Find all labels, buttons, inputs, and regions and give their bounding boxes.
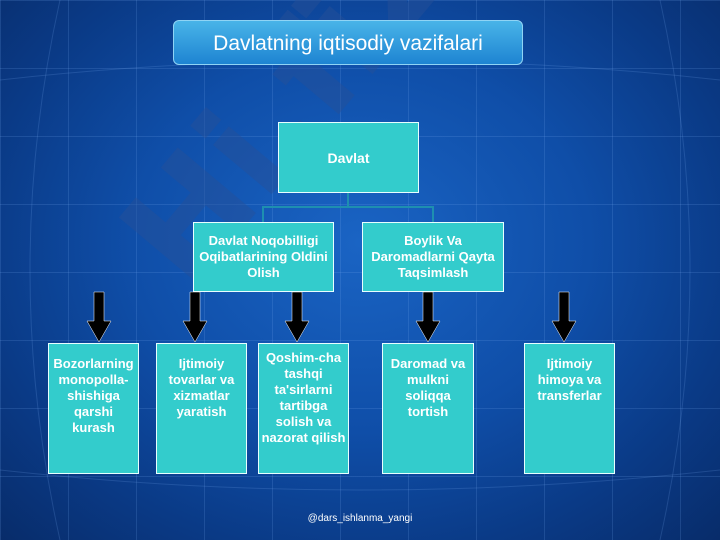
root-node-davlat: Davlat	[278, 122, 419, 193]
level2-node-1: Davlat Noqobilligi Oqibatlarining Oldini…	[193, 222, 334, 292]
function-node-5: Ijtimoiy himoya va transferlar	[524, 343, 615, 474]
arrow-down-icon	[551, 291, 577, 343]
slide-title: Davlatning iqtisodiy vazifalari	[173, 20, 523, 65]
arrow-down-icon	[415, 291, 441, 343]
arrow-down-icon	[182, 291, 208, 343]
function-node-2: Ijtimoiy tovarlar va xizmatlar yaratish	[156, 343, 247, 474]
function-node-4: Daromad va mulkni soliqqa tortish	[382, 343, 474, 474]
function-node-3: Qoshim-cha tashqi ta'sirlarni tartibga s…	[258, 343, 349, 474]
arrow-down-icon	[86, 291, 112, 343]
function-node-1: Bozorlarning monopolla-shishiga qarshi k…	[48, 343, 139, 474]
credit-text: @dars_ishlanma_yangi	[307, 513, 413, 524]
arrow-down-icon	[284, 291, 310, 343]
level2-node-2: Boylik Va Daromadlarni Qayta Taqsimlash	[362, 222, 504, 292]
